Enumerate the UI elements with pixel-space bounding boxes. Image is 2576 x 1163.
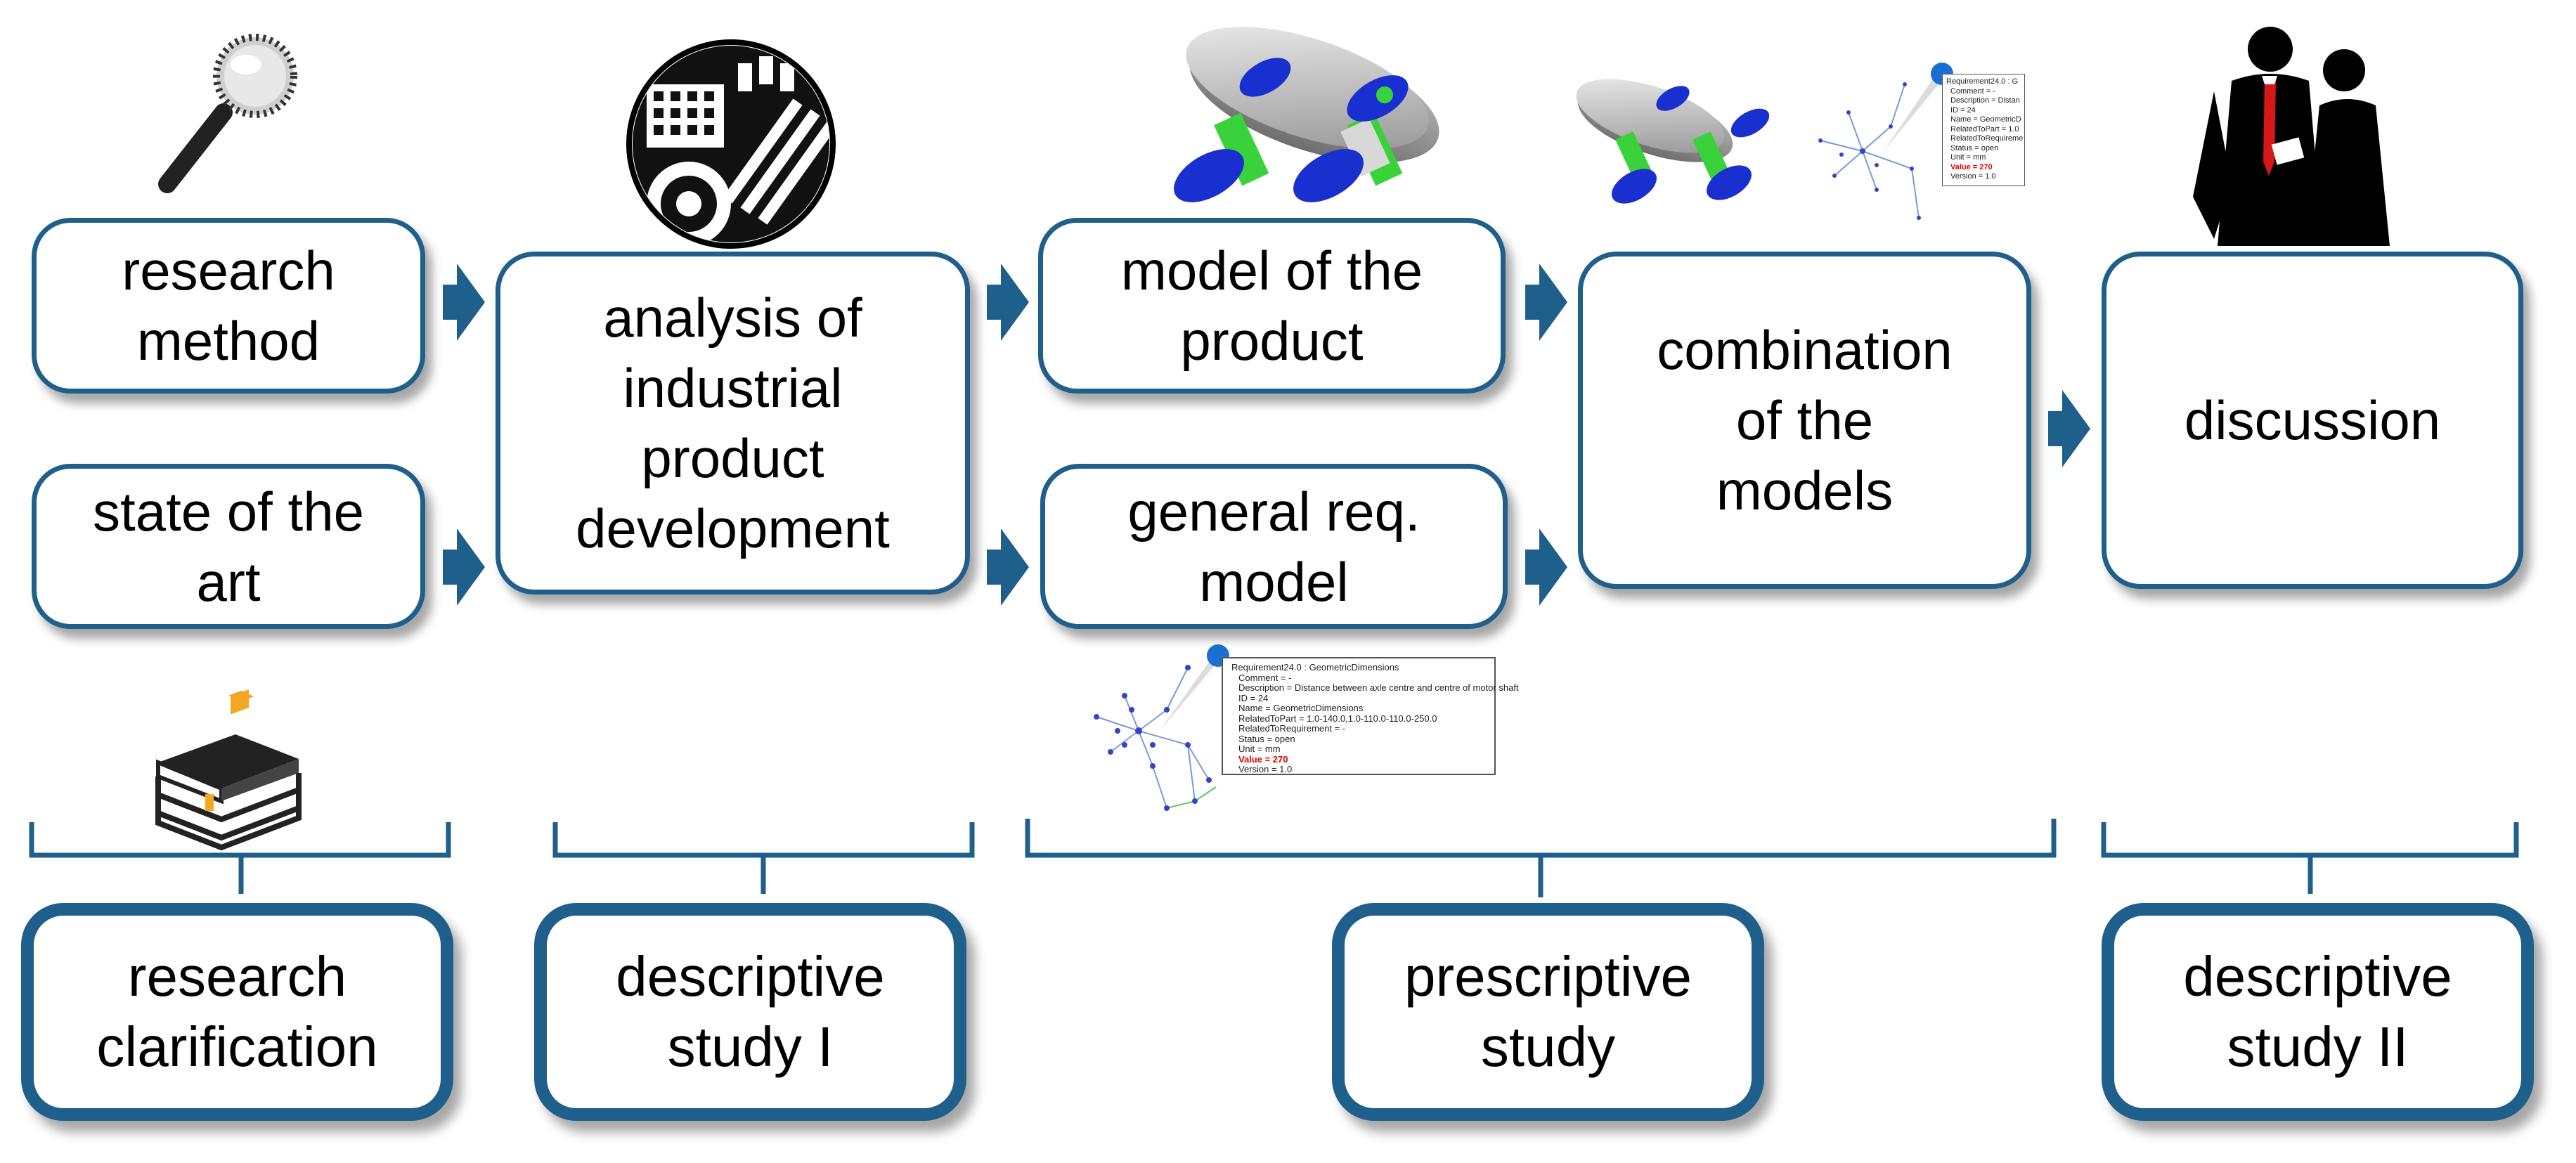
phase-descriptive-study-2: descriptive study II <box>2102 903 2534 1121</box>
box-label: analysis of industrial product developme… <box>576 287 890 559</box>
magnifier-icon <box>158 34 297 193</box>
popup-line: Comment = - <box>1950 86 1995 96</box>
phase-label: descriptive study I <box>616 945 885 1078</box>
gears-icon <box>626 39 836 249</box>
arrow-research-to-analysis <box>443 264 485 341</box>
popup-line: Name = GeometricD <box>1950 115 2021 124</box>
phase-brackets <box>29 819 2519 897</box>
popup-line: Description = Distance between axle cent… <box>1238 682 1519 693</box>
shaft-assembly-icon <box>1174 27 1439 202</box>
popup-line: ID = 24 <box>1238 692 1269 703</box>
box-label: research method <box>122 240 335 372</box>
business-people-icon <box>2193 27 2390 246</box>
requirement-popup-large: Requirement24.0 : GeometricDimensions Co… <box>1222 657 1519 775</box>
popup-line: Version = 1.0 <box>1238 764 1293 774</box>
shaft-assembly-small-icon <box>1576 79 1770 204</box>
box-label: discussion <box>2184 389 2441 451</box>
bracket-research-clarification <box>29 822 451 894</box>
arrow-req-to-combination <box>1525 528 1567 606</box>
bracket-prescriptive <box>1025 819 2057 897</box>
popup-value-line: Value = 270 <box>1238 753 1288 765</box>
popup-line: Version = 1.0 <box>1950 172 1996 181</box>
bracket-descriptive-1 <box>552 822 975 894</box>
phase-research-clarification: research clarification <box>21 903 453 1121</box>
box-label: combination of the models <box>1657 319 1953 521</box>
phase-label: descriptive study II <box>2183 945 2452 1078</box>
box-research-method: research method <box>32 218 425 394</box>
box-general-req-model: general req. model <box>1040 464 1508 629</box>
box-label: model of the product <box>1120 240 1423 372</box>
phase-prescriptive-study: prescriptive study <box>1332 903 1764 1121</box>
popup-line: Unit = mm <box>1950 153 1986 162</box>
popup-line: Name = GeometricDimensions <box>1238 703 1364 713</box>
popup-line: Description = Distan <box>1950 96 2020 105</box>
arrow-state-to-analysis <box>443 528 485 606</box>
box-label: state of the art <box>93 480 364 613</box>
popup-line: Requirement24.0 : GeometricDimensions <box>1231 662 1399 673</box>
popup-line: RelatedToRequirement = - <box>1238 723 1346 734</box>
popup-line: Status = open <box>1238 733 1295 744</box>
requirement-popup-small: Requirement24.0 : G Comment = - Descript… <box>1942 74 2025 186</box>
flow-arrows <box>443 264 2090 606</box>
popup-line: RelatedToPart = 1.0-140.0,1.0-110.0-110.… <box>1238 713 1437 724</box>
phase-label: prescriptive study <box>1404 945 1692 1078</box>
requirement-graph-icon <box>1094 644 1229 811</box>
arrow-analysis-to-model <box>987 264 1029 341</box>
popup-line: ID = 24 <box>1950 105 1976 115</box>
arrow-analysis-to-req <box>987 528 1029 606</box>
arrow-model-to-combination <box>1525 264 1567 341</box>
box-discussion: discussion <box>2102 252 2523 589</box>
arrow-combination-to-discussion <box>2048 390 2090 467</box>
popup-value-line: Value = 270 <box>1950 162 1993 171</box>
popup-line: Unit = mm <box>1238 743 1281 754</box>
phase-label: research clarification <box>96 945 378 1078</box>
popup-line: RelatedToRequireme <box>1950 134 2024 143</box>
box-model-of-product: model of the product <box>1038 218 1506 394</box>
box-combination: combination of the models <box>1578 252 2031 589</box>
requirement-graph-small-icon <box>1818 63 1953 220</box>
popup-line: Comment = - <box>1238 672 1292 683</box>
popup-line: RelatedToPart = 1.0 <box>1950 124 2019 134</box>
popup-line: Requirement24.0 : G <box>1946 77 2019 86</box>
popup-line: Status = open <box>1950 143 1999 152</box>
box-analysis: analysis of industrial product developme… <box>496 252 970 595</box>
phase-descriptive-study-1: descriptive study I <box>534 903 966 1121</box>
bracket-descriptive-2 <box>2101 822 2519 894</box>
box-state-of-the-art: state of the art <box>32 464 425 629</box>
books-icon <box>155 689 302 851</box>
box-label: general req. model <box>1127 480 1420 613</box>
